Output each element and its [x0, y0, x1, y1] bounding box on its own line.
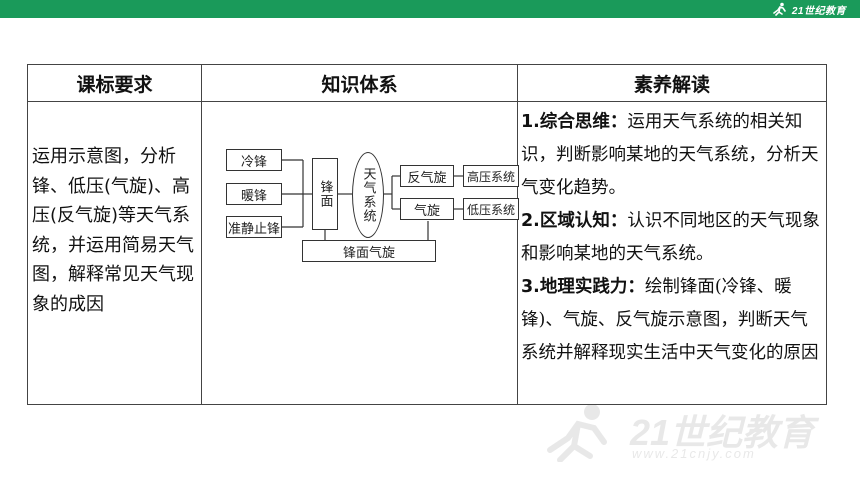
watermark-runner-icon — [547, 404, 607, 462]
high-pressure-box: 高压系统 — [463, 165, 519, 187]
front-box: 锋面 — [312, 158, 338, 230]
brand-logo-text: 21世纪教育 — [791, 5, 846, 17]
cold-front-box: 冷锋 — [226, 149, 282, 171]
header-knowledge-system: 知识体系 — [202, 65, 518, 101]
stationary-front-box: 准静止锋 — [226, 216, 282, 238]
literacy-body-3: 绘制锋面(冷锋、暖锋)、气旋、反气旋示意图，判断天气系统并解释现实生活中天气变化… — [521, 277, 819, 363]
literacy-cell: 1.综合思维：运用天气系统的相关知识，判断影响某地的天气系统，分析天气变化趋势。… — [518, 102, 826, 404]
literacy-title-3: 3.地理实践力： — [521, 277, 645, 297]
watermark-text: 21世纪教育 — [630, 412, 815, 453]
literacy-body-1: 运用天气系统的相关知识，判断影响某地的天气系统，分析天气变化趋势。 — [521, 112, 819, 198]
top-banner: 21世纪教育 — [0, 0, 860, 18]
curriculum-table: 课标要求 知识体系 素养解读 运用示意图，分析锋、低压(气旋)、高压(反气旋)等… — [27, 64, 827, 405]
requirements-text: 运用示意图，分析锋、低压(气旋)、高压(反气旋)等天气系统，并运用简易天气图，解… — [32, 146, 194, 315]
anticyclone-box: 反气旋 — [400, 165, 454, 187]
watermark: 21世纪教育 www.21cnjy.com — [520, 400, 840, 470]
warm-front-box: 暖锋 — [226, 183, 282, 205]
watermark-url: www.21cnjy.com — [632, 446, 756, 461]
literacy-text: 1.综合思维：运用天气系统的相关知识，判断影响某地的天气系统，分析天气变化趋势。… — [521, 106, 823, 370]
knowledge-diagram-cell: 冷锋 暖锋 准静止锋 锋面 天气系统 反气旋 气旋 高压系统 低压系统 锋面气旋 — [202, 102, 519, 404]
cyclone-box: 气旋 — [400, 198, 454, 220]
header-requirements: 课标要求 — [28, 65, 202, 101]
header-literacy: 素养解读 — [633, 73, 710, 96]
requirements-cell: 运用示意图，分析锋、低压(气旋)、高压(反气旋)等天气系统，并运用简易天气图，解… — [28, 102, 202, 404]
literacy-body-2: 认识不同地区的天气现象和影响某地的天气系统。 — [521, 211, 820, 264]
literacy-title-2: 2.区域认知： — [521, 211, 628, 231]
frontal-cyclone-box: 锋面气旋 — [302, 240, 436, 262]
table-header-row: 课标要求 知识体系 素养解读 — [28, 65, 826, 102]
literacy-title-1: 1.综合思维： — [521, 112, 628, 132]
low-pressure-box: 低压系统 — [463, 198, 519, 220]
weather-system-ellipse: 天气系统 — [352, 152, 384, 238]
diagram-connectors — [282, 159, 463, 240]
brand-logo: 21世纪教育 — [772, 1, 846, 17]
table-body-row: 运用示意图，分析锋、低压(气旋)、高压(反气旋)等天气系统，并运用简易天气图，解… — [28, 102, 826, 404]
runner-logo-icon — [773, 2, 786, 16]
